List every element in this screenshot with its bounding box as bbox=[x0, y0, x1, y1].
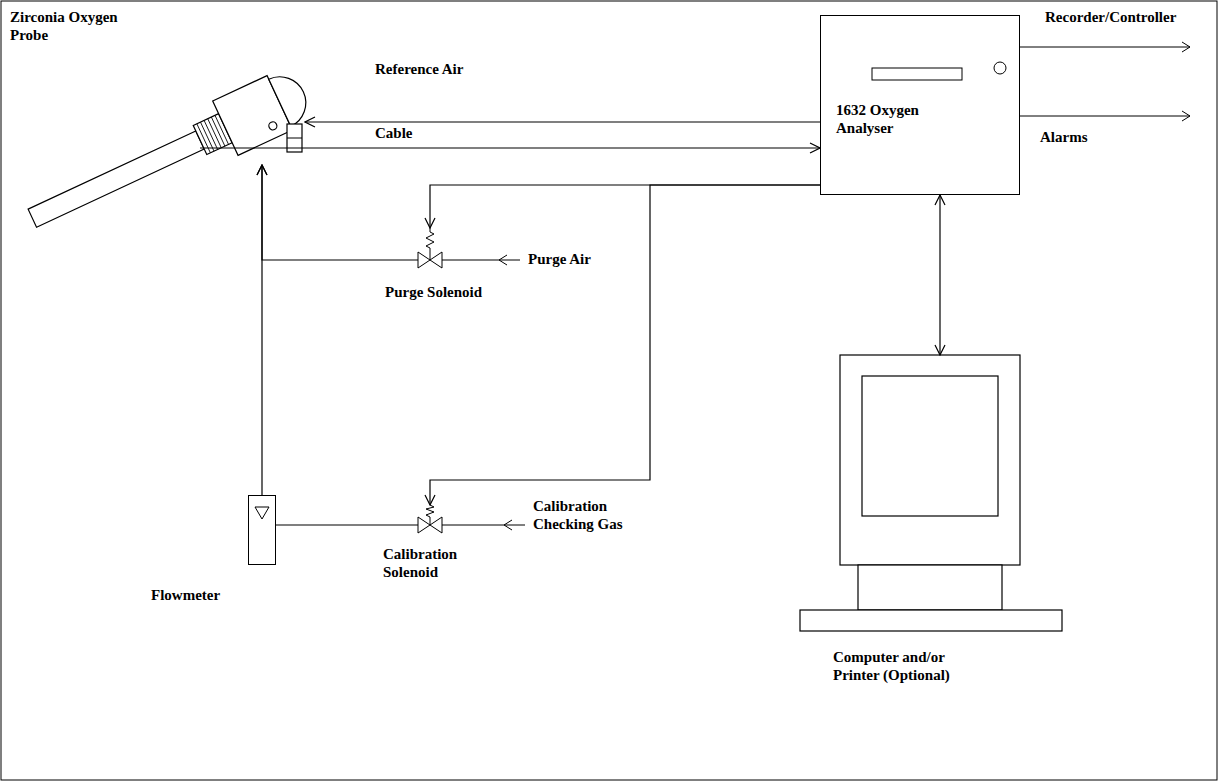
probe-screw bbox=[268, 121, 279, 132]
analyser-box: 1632 Oxygen Analyser bbox=[820, 15, 1020, 195]
connector-line bbox=[276, 524, 418, 525]
connector-line bbox=[262, 165, 418, 260]
probe-node: Zirconia Oxygen Probe bbox=[200, 5, 305, 165]
gland-line bbox=[287, 138, 302, 139]
solenoid-valve: Calibration Solenoid bbox=[418, 505, 442, 535]
analyser-lamp bbox=[994, 62, 1006, 74]
calibration-valve-symbol bbox=[418, 505, 442, 533]
node-text: Flowmeter bbox=[151, 586, 241, 604]
probe-rod bbox=[28, 131, 204, 227]
probe-cap bbox=[269, 68, 315, 126]
annotation-label: Purge Air bbox=[528, 250, 591, 268]
node-text: 1632 Oxygen Analyser bbox=[836, 101, 971, 137]
computer-node: Computer and/or Printer (Optional) bbox=[800, 355, 1062, 632]
edge-label: Reference Air bbox=[375, 60, 463, 78]
connector-line bbox=[261, 165, 262, 495]
monitor-screen bbox=[862, 376, 998, 516]
connector-line bbox=[430, 185, 820, 228]
node-text: Computer and/or Printer (Optional) bbox=[833, 648, 983, 684]
purge-valve-symbol bbox=[418, 228, 442, 268]
node-text: Purge Solenoid bbox=[385, 283, 525, 301]
output-arrows bbox=[1020, 42, 1190, 121]
probe-illustration bbox=[20, 65, 316, 246]
monitor bbox=[840, 355, 1020, 565]
flowmeter-box: Flowmeter bbox=[248, 495, 276, 565]
connector-line bbox=[305, 121, 820, 122]
connector-line bbox=[200, 147, 820, 148]
solenoid-valve: Purge Solenoid bbox=[418, 228, 442, 270]
flowmeter-float bbox=[255, 507, 269, 519]
computer-illustration bbox=[800, 355, 1062, 631]
monitor-base bbox=[858, 565, 1002, 610]
annotation-label: Calibration Checking Gas bbox=[533, 497, 643, 533]
node-text: Zirconia Oxygen Probe bbox=[10, 8, 145, 44]
node-text: Calibration Solenoid bbox=[383, 545, 488, 581]
edge-label: Cable bbox=[375, 124, 413, 142]
annotation-label: Recorder/Controller bbox=[1045, 8, 1176, 26]
connector-line bbox=[939, 195, 940, 355]
analyser-display bbox=[872, 68, 962, 80]
annotation-label: Alarms bbox=[1040, 128, 1088, 146]
connector-line bbox=[430, 185, 820, 505]
keyboard-plate bbox=[800, 610, 1062, 631]
